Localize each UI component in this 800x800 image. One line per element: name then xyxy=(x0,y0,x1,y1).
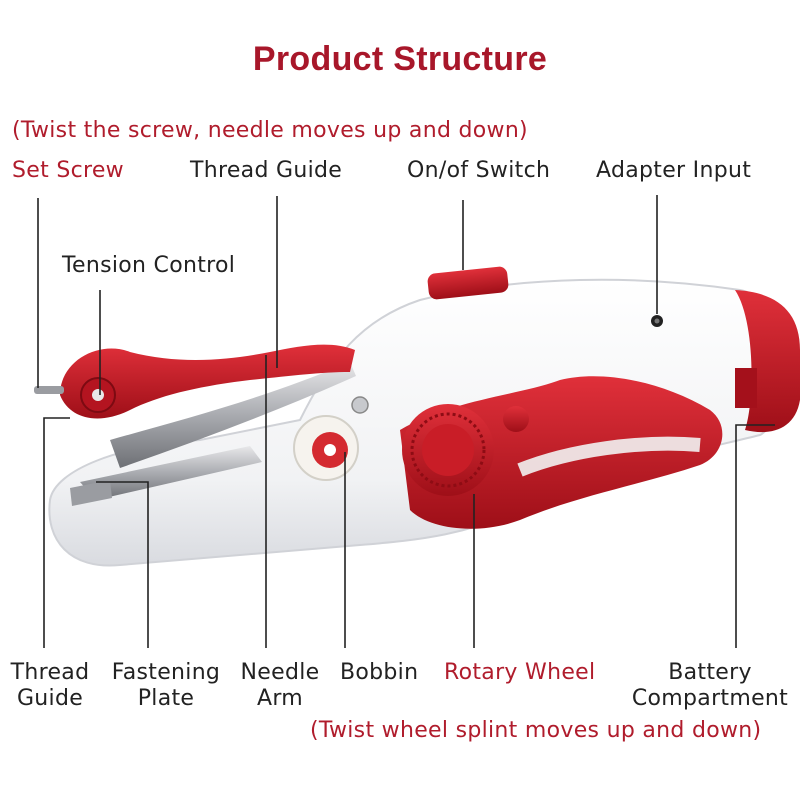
label-thread-guide-top: Thread Guide xyxy=(190,158,343,183)
label-battery-compartment: Battery Compartment xyxy=(630,660,790,712)
leader-lines xyxy=(37,195,775,648)
label-fastening-plate: Fastening Plate xyxy=(104,660,228,712)
label-needle-arm: Needle Arm xyxy=(234,660,326,712)
label-fastening-line1: Fastening xyxy=(111,660,221,685)
label-thread-guide-bottom: Thread Guide xyxy=(4,660,96,712)
label-thread-guide-bottom-line1: Thread xyxy=(10,660,90,685)
label-needle-arm-line2: Arm xyxy=(256,686,304,711)
label-set-screw: Set Screw xyxy=(12,158,124,183)
needle-arm-shape xyxy=(60,344,355,419)
label-battery-line2: Compartment xyxy=(631,686,789,711)
label-adapter-input: Adapter Input xyxy=(596,158,752,183)
label-rotary-wheel: Rotary Wheel xyxy=(444,660,596,685)
label-battery-line1: Battery xyxy=(668,660,752,685)
switch-shape xyxy=(427,266,509,300)
label-thread-guide-bottom-line2: Guide xyxy=(16,686,84,711)
page-title: Product Structure xyxy=(252,40,548,78)
label-tension-control: Tension Control xyxy=(62,253,236,278)
wheel-note: (Twist wheel splint moves up and down) xyxy=(310,718,762,743)
screw-note: (Twist the screw, needle moves up and do… xyxy=(12,118,528,143)
label-fastening-line2: Plate xyxy=(137,686,195,711)
label-needle-arm-line1: Needle xyxy=(240,660,320,685)
label-bobbin: Bobbin xyxy=(340,660,419,685)
label-switch: On/of Switch xyxy=(407,158,551,183)
